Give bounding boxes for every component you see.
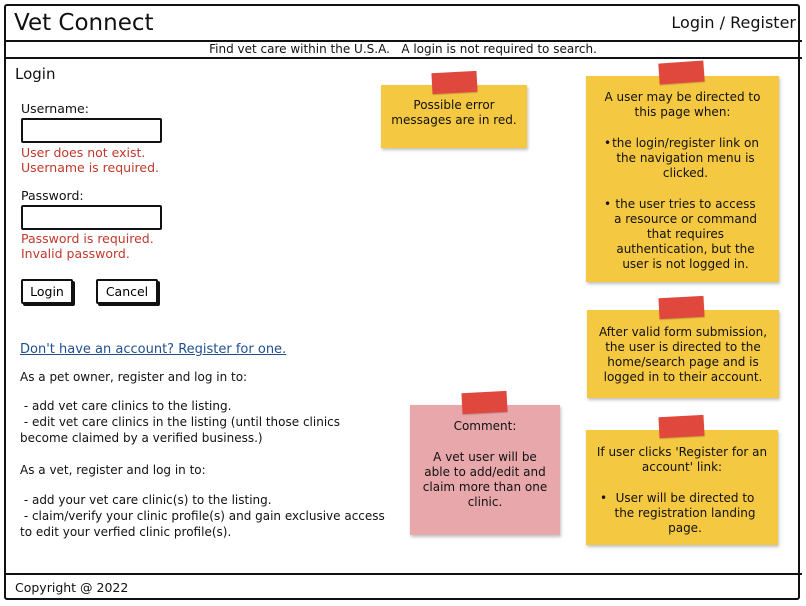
vet-item-claim: - claim/verify your clinic profile(s) an…: [20, 509, 385, 523]
comment-title: Comment:: [453, 419, 517, 433]
register-note-item: User will be directed to the registratio…: [594, 491, 770, 536]
directed-note-intro: A user may be directed to this page when…: [604, 90, 761, 119]
copyright-text: Copyright @ 2022: [15, 580, 129, 595]
username-label: Username:: [21, 101, 89, 116]
directed-note: A user may be directed to this page when…: [586, 76, 779, 282]
directed-note-item-auth: the user tries to access a resource or c…: [598, 197, 767, 272]
username-input[interactable]: [21, 118, 162, 143]
password-error-invalid: Invalid password.: [21, 246, 130, 261]
password-input[interactable]: [21, 205, 162, 230]
pet-owner-item-add: - add vet care clinics to the listing.: [20, 399, 232, 413]
username-error-required: Username is required.: [21, 160, 160, 175]
register-link[interactable]: Don't have an account? Register for one.: [20, 342, 287, 357]
cancel-button[interactable]: Cancel: [96, 279, 158, 304]
submit-note: After valid form submission, the user is…: [587, 310, 779, 398]
tape-decoration: [658, 295, 705, 320]
comment-body: A vet user will be able to add/edit and …: [422, 450, 548, 509]
vet-intro: As a vet, register and log in to:: [20, 463, 206, 477]
pet-owner-item-edit: - edit vet care clinics in the listing (…: [20, 415, 340, 429]
password-error-required: Password is required.: [21, 231, 154, 246]
search-tagline: Find vet care within the U.S.A. A login …: [4, 40, 802, 59]
login-button[interactable]: Login: [21, 279, 73, 304]
app-title[interactable]: Vet Connect: [14, 10, 154, 36]
directed-note-item-nav: the login/register link on the navigatio…: [598, 136, 767, 181]
login-register-link[interactable]: Login / Register: [671, 13, 796, 32]
error-note: Possible error messages are in red.: [381, 85, 527, 148]
submit-note-text: After valid form submission, the user is…: [598, 325, 768, 384]
comment-note: Comment: A vet user will be able to add/…: [410, 405, 560, 535]
pet-owner-intro: As a pet owner, register and log in to:: [20, 370, 248, 384]
tape-decoration: [658, 60, 705, 85]
tape-decoration: [461, 390, 508, 415]
page-frame: [4, 4, 800, 600]
vet-item-claim-cont: to edit your verfied clinic profile(s).: [20, 525, 232, 539]
password-label: Password:: [21, 188, 84, 203]
register-note: If user clicks 'Register for an account'…: [586, 430, 778, 545]
register-note-intro: If user clicks 'Register for an account'…: [596, 445, 768, 474]
login-section-title: Login: [15, 65, 56, 83]
tape-decoration: [658, 414, 705, 439]
username-error-not-exist: User does not exist.: [21, 145, 146, 160]
tape-decoration: [431, 70, 478, 95]
error-note-text: Possible error messages are in red.: [391, 98, 517, 127]
pet-owner-item-edit-cont: become claimed by a verified business.): [20, 431, 263, 445]
footer-divider: [4, 573, 802, 575]
vet-item-add: - add your vet care clinic(s) to the lis…: [20, 493, 272, 507]
